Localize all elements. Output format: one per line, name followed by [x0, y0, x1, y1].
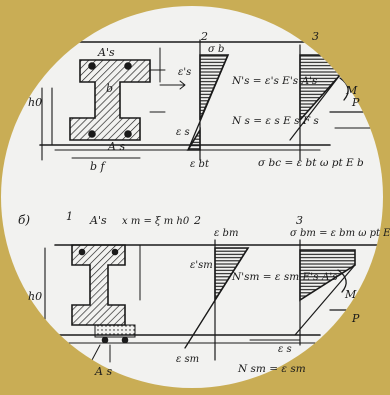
label-top-as-prime: A's	[97, 46, 115, 59]
label-top-force-top: N's = ε's E's A's	[231, 75, 318, 87]
label-top-bf: b f	[90, 160, 107, 173]
top-strain-line	[187, 54, 229, 151]
label-top-sigma-bc: σ bc = ε bt ω pt E b	[258, 157, 364, 169]
label-bottom-moment: M	[344, 288, 357, 301]
label-bottom-xm: x m = ξ m h0	[122, 216, 190, 227]
top-moment-curve	[339, 77, 349, 101]
top-rebar-1	[88, 62, 96, 70]
label-top-h0: h0	[28, 96, 42, 109]
label-top-moment: M	[345, 84, 358, 97]
label-bottom-as: A s	[94, 365, 112, 378]
bottom-as-leader-1	[91, 344, 101, 361]
bottom-bot-rebar-1	[101, 336, 109, 344]
label-bottom-eps-sm-top: ε'sm	[190, 260, 213, 271]
label-bottom-load: P	[351, 312, 360, 325]
label-bottom-force-bottom: N sm = ε sm	[237, 363, 306, 375]
bottom-top-rebar-2	[111, 248, 119, 256]
label-top-sigma-b: σ b	[208, 44, 224, 55]
label-top-as: A s	[107, 140, 125, 153]
bottom-rebar-2	[124, 130, 132, 138]
label-bottom-sigma-bm: σ bm = ε bm ω pt E	[290, 228, 390, 239]
bottom-top-rebar-1	[78, 248, 86, 256]
bottom-strain-tension	[184, 299, 216, 349]
label-top-marker-3: 3	[312, 30, 319, 43]
label-part-b: б)	[18, 213, 30, 227]
top-arrow-1	[159, 80, 186, 90]
label-top-eps-bt: ε bt	[190, 159, 210, 170]
label-top-web-b: b	[106, 82, 113, 95]
label-bottom-eps-s: ε s	[278, 344, 292, 355]
top-strain-tension	[186, 127, 201, 151]
label-top-eps-s-prime: ε's	[178, 67, 191, 78]
label-bottom-marker-3: 3	[296, 214, 303, 227]
label-bottom-h0: h0	[28, 290, 42, 303]
label-top-marker-2: 2	[200, 30, 208, 43]
top-rebar-2	[124, 62, 132, 70]
bottom-moment-curve	[337, 269, 347, 293]
label-top-load: P	[351, 96, 360, 109]
bottom-rebar-zone	[94, 324, 136, 338]
label-bottom-force-top: N'sm = ε sm E's A's	[231, 271, 338, 283]
top-stress-line	[289, 74, 341, 141]
bottom-bot-rebar-2	[121, 336, 129, 344]
label-top-eps-s: ε s	[176, 127, 190, 138]
bottom-rebar-1	[88, 130, 96, 138]
label-bottom-eps-sm: ε sm	[176, 354, 199, 365]
bottom-panel	[44, 239, 383, 363]
label-bottom-marker-1: 1	[66, 210, 73, 223]
label-bottom-as-prime: A's	[89, 214, 107, 227]
label-top-force-bottom: N s = ε s E s F s	[231, 115, 319, 127]
label-bottom-eps-bm: ε bm	[214, 228, 238, 239]
label-bottom-marker-2: 2	[193, 214, 201, 227]
top-i-section	[69, 59, 151, 141]
